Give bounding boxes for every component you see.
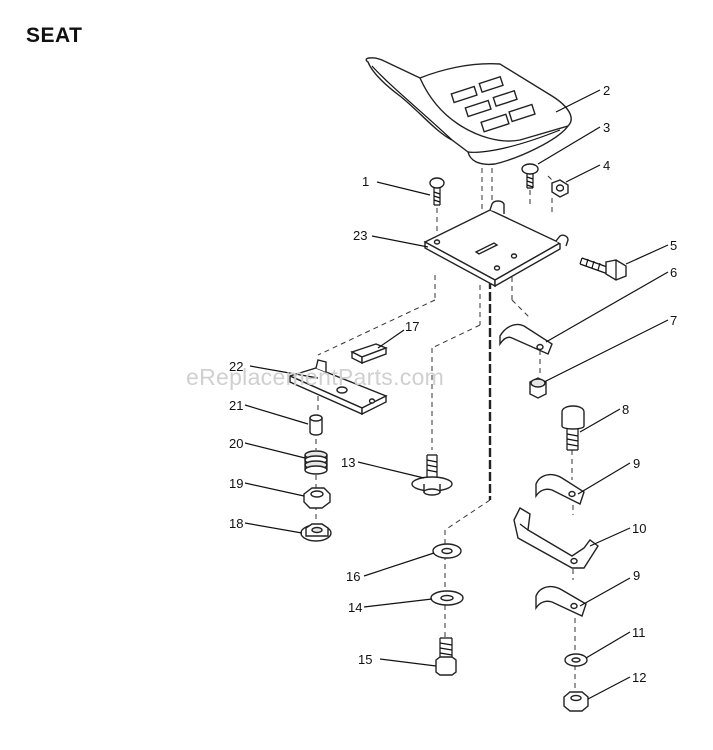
callout-14: 14 [348, 600, 362, 615]
callout-9-lower: 9 [633, 568, 640, 583]
leader-lines [244, 89, 669, 700]
callout-12: 12 [632, 670, 646, 685]
flange-nut-18 [300, 523, 332, 542]
washer-14 [430, 590, 464, 606]
hex-nut-4 [551, 179, 569, 198]
callout-19: 19 [229, 476, 243, 491]
seat [365, 57, 572, 166]
carriage-bolt-3 [521, 163, 539, 189]
lock-nut-7 [529, 377, 547, 399]
spring-20 [304, 450, 328, 475]
callout-8: 8 [622, 402, 629, 417]
hex-bolt-5 [579, 257, 627, 281]
clip-9-upper [535, 473, 585, 505]
watermark: eReplacementParts.com [186, 364, 445, 390]
channel-bracket-10 [513, 507, 599, 569]
pin-21 [309, 414, 323, 436]
carriage-bolt-1 [429, 177, 445, 206]
callout-23: 23 [353, 228, 367, 243]
callout-11: 11 [632, 625, 646, 640]
assembly-lines [315, 168, 576, 690]
callout-5: 5 [670, 238, 677, 253]
callout-2: 2 [603, 83, 610, 98]
seat-plate-23 [423, 200, 569, 288]
flange-bolt-13 [411, 454, 453, 496]
callout-10: 10 [632, 521, 646, 536]
callout-15: 15 [358, 652, 372, 667]
callout-20: 20 [229, 436, 243, 451]
callout-13: 13 [341, 455, 355, 470]
callout-6: 6 [670, 265, 677, 280]
page-title: SEAT [26, 24, 83, 47]
clip-9-lower [535, 585, 587, 617]
callout-4: 4 [603, 158, 610, 173]
callout-17: 17 [405, 319, 419, 334]
bar-17 [350, 343, 388, 365]
hex-bolt-15 [435, 637, 457, 676]
callout-7: 7 [670, 313, 677, 328]
callout-labels: 1 2 3 4 5 6 7 8 9 9 10 11 12 13 14 15 16… [229, 83, 677, 685]
nut-19 [303, 487, 331, 509]
callout-9-upper: 9 [633, 456, 640, 471]
washer-11 [564, 653, 588, 667]
callout-21: 21 [229, 398, 243, 413]
callout-18: 18 [229, 516, 243, 531]
bracket-6 [499, 323, 553, 355]
hex-nut-12 [563, 691, 589, 712]
callout-1: 1 [362, 174, 369, 189]
shoulder-bolt-8 [561, 405, 585, 451]
washer-16 [432, 543, 462, 559]
callout-16: 16 [346, 569, 360, 584]
callout-22: 22 [229, 359, 243, 374]
latch-plate-22 [288, 359, 388, 416]
callout-3: 3 [603, 120, 610, 135]
